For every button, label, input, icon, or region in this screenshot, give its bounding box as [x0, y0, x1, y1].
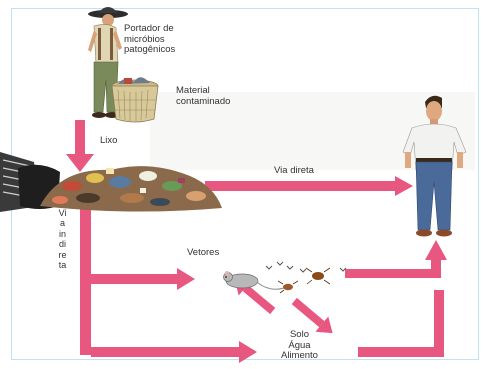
arrow-environment-shaft: [91, 347, 241, 357]
carrier-label: Portador de micróbios patogênicos: [124, 23, 176, 55]
arrow-vectors-to-person-v: [431, 258, 441, 278]
cockroach-icon: [277, 267, 331, 294]
arrow-vectors-to-person-h: [345, 269, 440, 278]
indirect-route-label: Via indireta: [58, 208, 67, 271]
trash-label: Lixo: [100, 135, 118, 146]
arrow-lixo-head: [66, 154, 94, 172]
arrow-vectors-head: [177, 268, 195, 290]
healthy-man-icon: [402, 95, 467, 237]
environment-label: Solo Água Alimento: [281, 329, 318, 361]
direct-route-label: Via direta: [274, 165, 314, 176]
man-with-hat-icon: [88, 7, 128, 118]
flies-icon: [265, 261, 347, 273]
arrow-lixo-shaft: [75, 120, 85, 156]
arrow-direct-head: [395, 176, 413, 196]
arrow-indirect-trunk: [80, 200, 91, 355]
arrow-environment-head: [239, 341, 257, 363]
vectors-label: Vetores: [187, 247, 220, 258]
rat-icon: [223, 271, 285, 290]
contaminated-material-label: Material contaminado: [176, 85, 231, 107]
arrow-vectors-to-person-head: [425, 240, 447, 260]
arrow-vectors-shaft: [91, 274, 179, 284]
arrows: [66, 120, 447, 363]
arrow-direct-shaft: [205, 181, 397, 191]
trash-bin-icon: [111, 77, 159, 123]
arrow-env-to-person-v: [434, 290, 444, 357]
arrow-env-to-person-h: [358, 347, 443, 357]
garbage-pile-icon: [40, 166, 222, 212]
